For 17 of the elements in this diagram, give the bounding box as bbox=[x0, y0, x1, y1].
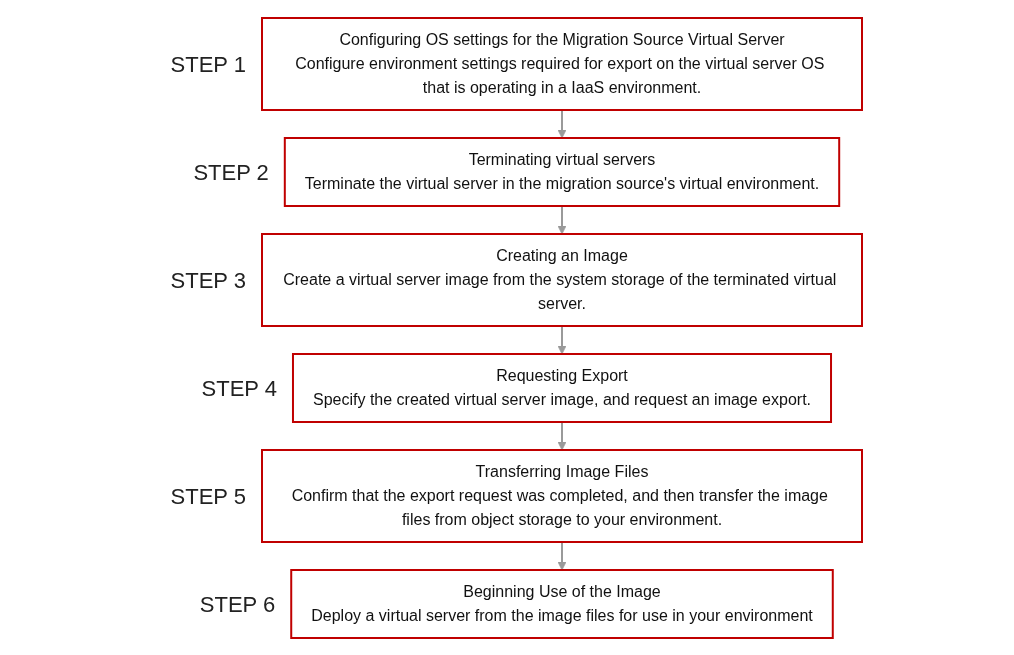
node-box: Beginning Use of the Image Deploy a virtual server from the image files for use in your environment bbox=[290, 568, 834, 639]
arrow bbox=[557, 108, 567, 138]
node-box: Transferring Image Files Confirm that the export request was completed, and then transfer the image files from object storage to your environment. bbox=[261, 448, 863, 543]
arrow bbox=[557, 324, 567, 354]
arrow bbox=[557, 204, 567, 234]
step-label: STEP 2 bbox=[193, 159, 269, 185]
arrow bbox=[557, 540, 567, 570]
step-label: STEP 5 bbox=[170, 483, 246, 509]
step-label: STEP 3 bbox=[170, 267, 246, 293]
step-label: STEP 6 bbox=[199, 591, 276, 617]
step-label: STEP 4 bbox=[201, 375, 277, 401]
arrow bbox=[557, 420, 567, 450]
node-box: Terminating virtual servers Terminate the virtual server in the migration source's virtual environment. bbox=[283, 136, 841, 207]
step-label: STEP 1 bbox=[170, 51, 246, 77]
node-box: Requesting Export Specify the created virtual server image, and request an image export. bbox=[292, 352, 832, 423]
node-box: Configuring OS settings for the Migration Source Virtual Server Configure environment settings required for export on the virtual server OS that is operating in a IaaS environment. bbox=[261, 16, 863, 111]
node-box: Creating an Image Create a virtual server image from the system storage of the terminated virtual server. bbox=[261, 232, 863, 327]
